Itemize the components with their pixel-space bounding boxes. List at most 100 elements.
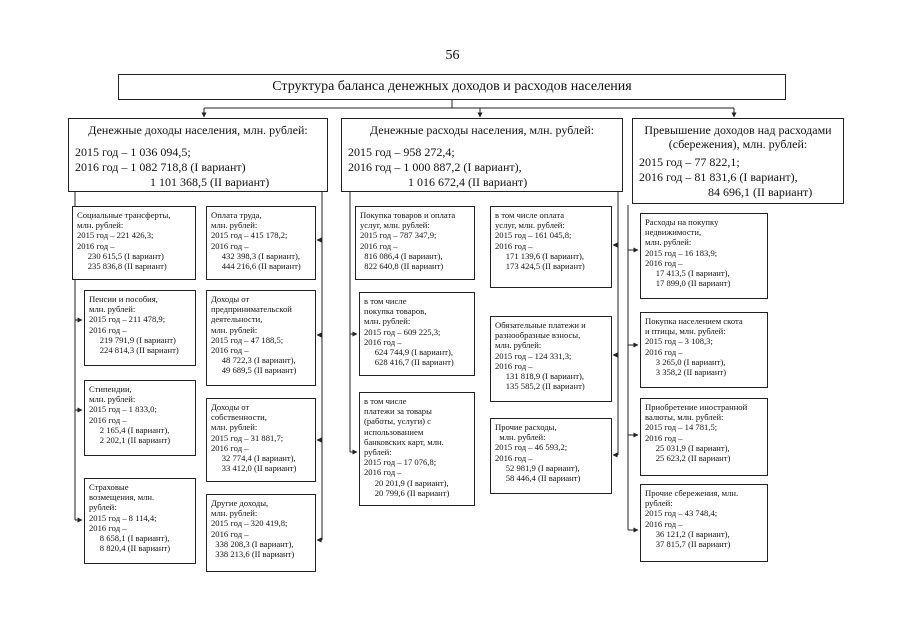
income-stipends-box: Стипендии,млн. рублей:2015 год – 1 833,0… (84, 380, 196, 456)
box-text-line: 32 774,4 (I вариант), (211, 453, 296, 464)
box-text-line: 2015 год – 17 076,8; (364, 457, 437, 468)
page-number: 56 (445, 48, 460, 63)
box-text-line: Прочие расходы, (495, 422, 557, 432)
box-text-line: 2015 год – 31 881,7; (211, 432, 284, 443)
box-text-line: Приобретение иностранной (645, 402, 748, 412)
box-text-line: Стипендии, (89, 384, 132, 394)
box-text-line: 2015 год – 47 188,5; (211, 334, 284, 345)
box-text-line: млн. рублей: (211, 220, 258, 231)
box-text-line: Расходы на покупку (645, 217, 719, 227)
box-text-line: 444 216,6 (II вариант) (211, 261, 301, 272)
box-text-line: собственности, (211, 412, 267, 423)
box-text-line: 2015 год – 8 114,4; (89, 512, 157, 523)
box-text-line: 8 820,4 (II вариант) (89, 543, 171, 554)
box-text-line: 2015 год – 161 045,8; (495, 230, 572, 241)
box-text-line: 2016 год – (364, 336, 402, 347)
box-text-line: 224 814,3 (II вариант) (89, 345, 179, 356)
savings-line: 2015 год – 77 822,1; (639, 155, 740, 169)
box-text-line: 2016 год – (360, 240, 398, 251)
box-text-line: млн. рублей: (77, 220, 124, 231)
box-text-line: в том числе (364, 396, 407, 406)
box-text-line: 20 201,9 (I вариант), (364, 477, 449, 488)
box-text-line: 2016 год – (645, 257, 683, 268)
box-text-line: 2015 год – 124 331,3; (495, 350, 572, 361)
box-text-line: рублей: (89, 502, 117, 513)
box-text-line: недвижимости, (645, 227, 702, 238)
box-text-line: рублей: (645, 498, 673, 509)
box-text-line: 58 446,4 (II вариант) (495, 473, 581, 484)
box-text-line: 2016 год – (645, 432, 683, 443)
box-text-line: 2015 год – 3 108,3; (645, 336, 713, 347)
box-text-line: 33 412,0 (II вариант) (211, 463, 297, 474)
box-text-line: платежи за товары (364, 406, 432, 417)
box-text-line: покупка товаров, (364, 306, 427, 317)
box-text-line: 2016 год – (364, 467, 402, 478)
box-text-line: деятельности, (211, 314, 263, 325)
income-wages-box: Оплата труда,млн. рублей:2015 год – 415 … (206, 206, 316, 280)
box-text-line: 2015 год – 415 178,2; (211, 230, 288, 241)
box-text-line: Другие доходы, (211, 498, 269, 508)
box-text-line: 2015 год – 16 183,9; (645, 247, 718, 258)
box-text-line: 48 722,3 (I вариант), (211, 355, 296, 366)
box-text-line: 235 836,8 (II вариант) (77, 261, 167, 272)
box-text-line: 2016 год – (495, 240, 533, 251)
box-text-line: млн. рублей: (89, 304, 136, 315)
box-text-line: млн. рублей: (645, 237, 692, 248)
box-text-line: 338 208,3 (I вариант), (211, 538, 294, 549)
box-text-line: млн. рублей: (495, 432, 546, 443)
box-text-line: Страховые (89, 482, 129, 492)
box-text-line: Доходы от (211, 294, 250, 304)
box-text-line: млн. рублей: (495, 340, 542, 351)
savings-line: 84 696,1 (II вариант) (639, 185, 813, 199)
box-text-line: 2016 год – (645, 346, 683, 357)
income-summary-box: Денежные доходы населения, млн. рублей: … (68, 118, 328, 192)
box-text-line: 37 815,7 (II вариант) (645, 539, 731, 550)
box-text-line: 49 689,5 (II вариант) (211, 365, 297, 376)
box-text-line: 2015 год – 787 347,9; (360, 230, 437, 241)
box-text-line: 2016 год – (211, 528, 249, 539)
box-text-line: 628 416,7 (II вариант) (364, 357, 454, 368)
expenses-other-box: Прочие расходы, млн. рублей:2015 год – 4… (490, 418, 612, 494)
box-text-line: 2015 год – 14 781,5; (645, 422, 718, 433)
box-text-line: предпринимательской (211, 304, 292, 315)
box-text-line: 2015 год – 1 833,0; (89, 404, 157, 415)
box-text-line: 25 623,2 (II вариант) (645, 453, 731, 464)
box-text-line: 2015 год – 211 478,9; (89, 314, 166, 325)
box-text-line: возмещения, млн. (89, 492, 155, 503)
box-text-line: (работы, услуги) с (364, 416, 432, 427)
box-text-line: млн. рублей: (89, 394, 136, 405)
box-text-line: 2015 год – 320 419,8; (211, 518, 288, 529)
expenses-header: Денежные расходы населения, млн. рублей: (369, 123, 595, 137)
box-text-line: 2016 год – (495, 452, 533, 463)
box-text-line: услуг, млн. рублей: (495, 220, 565, 231)
income-other-box: Другие доходы,млн. рублей:2015 год – 320… (206, 494, 316, 572)
expenses-line: 1 016 672,4 (II вариант) (348, 175, 528, 189)
box-text-line: 17 899,0 (II вариант) (645, 278, 731, 289)
expenses-line: 2015 год – 958 272,4; (348, 145, 455, 159)
box-text-line: 20 799,6 (II вариант) (364, 487, 450, 498)
box-text-line: 2015 год – 221 426,3; (77, 230, 154, 241)
box-text-line: 8 658,1 (I вариант), (89, 533, 170, 544)
box-text-line: Доходы от (211, 402, 250, 412)
box-text-line: Прочие сбережения, млн. (645, 488, 739, 498)
box-text-line: 2015 год – 43 748,4; (645, 508, 718, 519)
savings-other-box: Прочие сбережения, млн.рублей:2015 год –… (640, 484, 768, 562)
box-text-line: 338 213,6 (II вариант) (211, 549, 295, 560)
income-line: 2016 год – 1 082 718,8 (I вариант) (75, 160, 246, 174)
box-text-line: валюты, млн. рублей: (645, 412, 724, 423)
box-text-line: Обязательные платежи и (495, 320, 586, 330)
box-text-line: Покупка товаров и оплата (360, 210, 456, 220)
income-pensions-box: Пенсии и пособия,млн. рублей:2015 год – … (84, 290, 196, 366)
box-text-line: 624 744,9 (I вариант), (364, 347, 453, 358)
box-text-line: 25 031,9 (I вариант), (645, 442, 730, 453)
box-text-line: 3 265,0 (I вариант), (645, 356, 726, 367)
income-header: Денежные доходы населения, млн. рублей: (88, 123, 308, 137)
